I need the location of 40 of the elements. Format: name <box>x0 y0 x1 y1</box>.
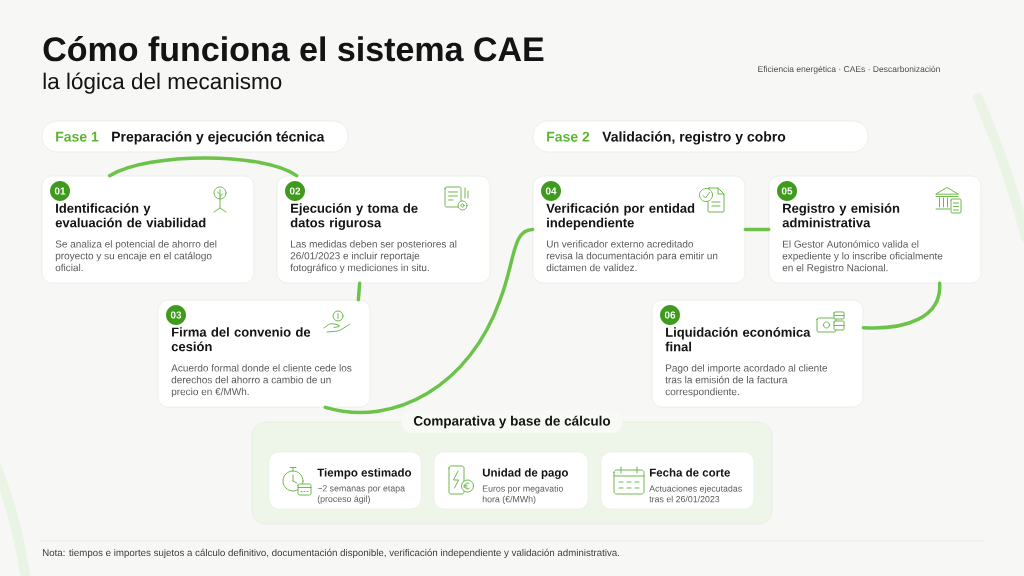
connector-line <box>861 281 942 330</box>
number-badge: 01 <box>50 181 70 201</box>
phase-title: Preparación y ejecución técnica <box>112 131 325 145</box>
card-title: Ejecución y toma de datos rigurosa <box>290 203 418 230</box>
info-card <box>600 451 755 510</box>
card-title: Liquidación económica final <box>665 327 811 352</box>
phase-label: Fase 1 <box>56 131 99 142</box>
card-title: Registro y emisión administrativa <box>782 203 900 228</box>
number-badge: 06 <box>660 305 680 325</box>
card-text: ~2 semanas por etapa (proceso ágil) <box>317 485 405 504</box>
card-title: Tiempo estimado <box>317 468 412 479</box>
card-title: Fecha de corte <box>650 468 730 477</box>
card-title: Firma del convenio de cesión <box>171 327 311 352</box>
connector-line <box>356 281 362 302</box>
card-title: Unidad de pago <box>482 468 568 479</box>
footnote: Nota: tiempos e importes sujetos a cálculo definitivo, documentación disponible, verificación independiente y validación administrativa. <box>43 548 620 558</box>
connector-line <box>107 156 299 178</box>
connector-line <box>323 227 535 415</box>
card-text: Se analiza el potencial de ahorro del proyecto y su encaje en el catálogo oficial. <box>55 240 217 272</box>
number-badge: 03 <box>166 305 186 325</box>
info-card <box>433 451 589 510</box>
info-card <box>268 451 422 510</box>
subtitle: la lógica del mecanismo <box>43 72 282 94</box>
card-text: Las medidas deben ser posteriores al 26/01/2023 e incluir reportaje fotográfico y mediciones in situ. <box>290 240 457 274</box>
number-badge: 05 <box>777 181 797 201</box>
card-title: Verificación por entidad independiente <box>546 203 695 230</box>
page-title: Cómo funciona el sistema CAE <box>43 36 544 62</box>
number-badge: 04 <box>541 181 561 201</box>
card-text: Acuerdo formal donde el cliente cede los derechos del ahorro a cambio de un precio en €/MWh. <box>171 364 352 398</box>
card-text: Euros por megavatio hora (€/MWh) <box>482 485 563 504</box>
connector-line <box>743 227 771 232</box>
tagline: Eficiencia energética · CAEs · Descarbonización <box>758 65 940 74</box>
card-text: Un verificador externo acreditado revisa la documentación para emitir un dictamen de validez. <box>546 240 718 272</box>
card-text: Actuaciones ejecutadas tras el 26/01/2023 <box>649 485 742 503</box>
card-text: El Gestor Autonómico valida el expediente y lo inscribe oficialmente en el Registro Nacional. <box>782 240 943 274</box>
card-text: Pago del importe acordado al cliente tras la emisión de la factura correspondiente. <box>665 364 828 398</box>
phase-title: Validación, registro y cobro <box>602 131 786 145</box>
card-title: Identificación y evaluación de viabilidad <box>55 203 206 228</box>
phase-label: Fase 2 <box>547 131 590 142</box>
number-badge: 02 <box>285 181 305 201</box>
